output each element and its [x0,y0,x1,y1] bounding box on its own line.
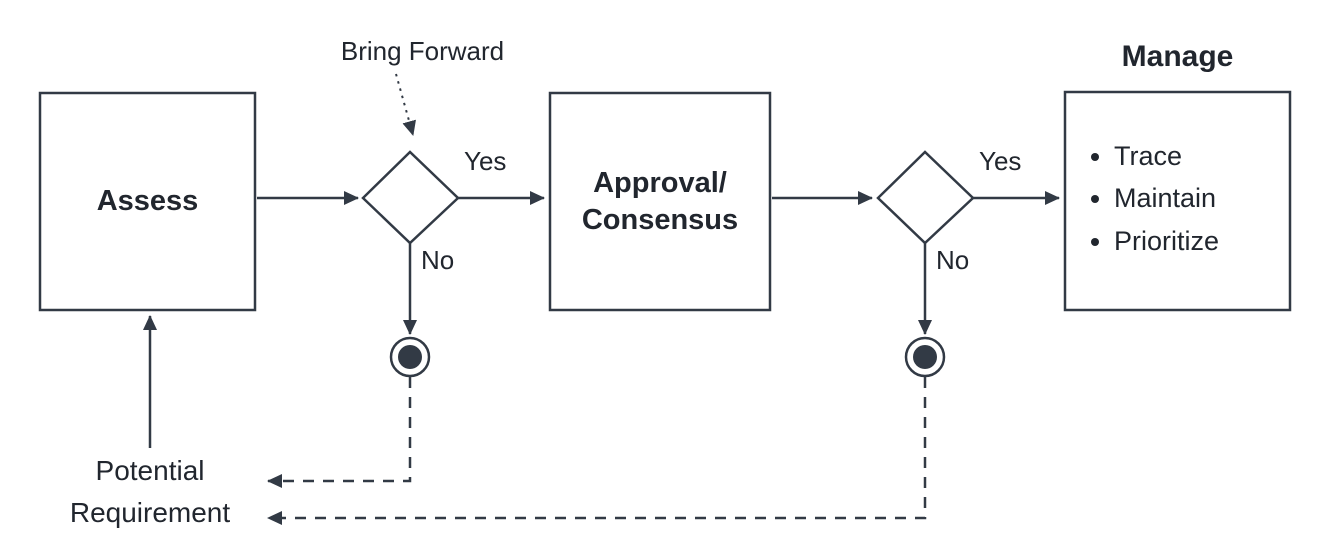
dashed-arrow-end2-to-potential-requirement [267,377,927,525]
manage-title: Manage [1121,40,1234,73]
end-node-1 [389,336,431,378]
decision1-no-label: No [421,245,455,275]
approval-consensus-label: Approval/ Consensus [581,167,739,236]
manage-box [1063,90,1292,312]
bring-forward-label: Bring Forward [340,36,505,66]
decision1-diamond [361,150,460,245]
decision2-no-label: No [936,245,970,275]
potential-requirement-label: Potential Requirement [69,455,231,528]
decision2-yes-label: Yes [979,146,1022,176]
assess-label: Assess [96,185,199,218]
end-node-1-core [398,345,422,369]
manage-item-maintain: Maintain [1114,182,1304,214]
decision1-yes-label: Yes [464,146,507,176]
manage-item-prioritize: Prioritize [1114,225,1304,257]
decision2-diamond [876,150,975,245]
approval-consensus-box [548,91,772,312]
assess-box [38,91,257,312]
dashed-arrow-end1-to-potential-requirement [267,377,412,488]
end-node-2 [904,336,946,378]
end-node-2-core [913,345,937,369]
manage-item-trace: Trace [1114,140,1304,172]
manage-list: Trace Maintain Prioritize [1088,130,1304,267]
arrow-bring-forward-annotation [395,73,416,136]
